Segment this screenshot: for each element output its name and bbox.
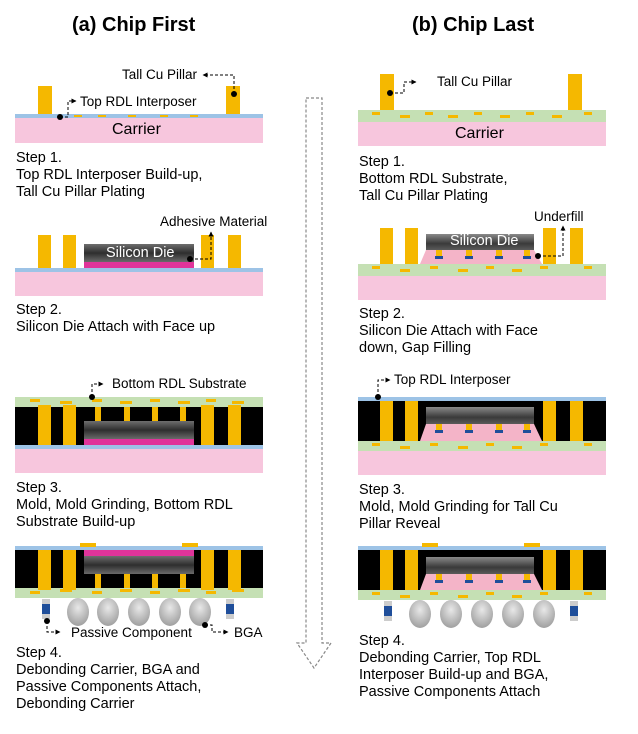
chip-last-step4-text: Step 4. Debonding Carrier, Top RDL Inter…: [359, 633, 549, 700]
chip-last-step1-text: Step 1. Bottom RDL Substrate, Tall Cu Pi…: [359, 154, 508, 204]
chip-first-step4-text: Step 4. Debonding Carrier, BGA and Passi…: [16, 645, 202, 712]
label-passive-component: Passive Component: [71, 625, 192, 640]
chip-last-step2-text: Step 2. Silicon Die Attach with Face dow…: [359, 306, 538, 356]
chip-last-step2-diagram: [358, 225, 606, 300]
chip-last-title: (b) Chip Last: [412, 14, 535, 36]
passive-component-right-col-right: [570, 601, 578, 621]
label-carrier-right: Carrier: [455, 125, 504, 142]
label-bga: BGA: [234, 625, 263, 640]
label-silicon-die-right: Silicon Die: [450, 233, 519, 249]
label-underfill: Underfill: [534, 209, 584, 224]
passive-component-right: [226, 599, 234, 619]
label-carrier-left: Carrier: [112, 121, 161, 138]
label-silicon-die-left: Silicon Die: [106, 245, 175, 261]
chip-first-step3-text: Step 3. Mold, Mold Grinding, Bottom RDL …: [16, 480, 233, 530]
chip-first-title: (a) Chip First: [72, 14, 196, 36]
label-adhesive-material: Adhesive Material: [160, 214, 268, 229]
chip-first-step2-diagram: [15, 231, 263, 296]
label-top-rdl-interposer-left: Top RDL Interposer: [80, 94, 197, 109]
chip-last-step3-text: Step 3. Mold, Mold Grinding for Tall Cu …: [359, 482, 558, 532]
chip-last-step1-diagram: [358, 74, 606, 146]
label-bottom-rdl-substrate: Bottom RDL Substrate: [112, 376, 247, 391]
bga-balls-left: [67, 598, 211, 626]
chip-last-step4-diagram: [358, 543, 606, 628]
chip-first-step1-text: Step 1. Top RDL Interposer Build-up, Tal…: [16, 150, 203, 200]
label-tall-cu-pillar-right: Tall Cu Pillar: [437, 74, 513, 89]
passive-component-left: [42, 599, 50, 619]
passive-component-right-col-left: [384, 601, 392, 621]
chip-first-step4-diagram: [15, 543, 263, 635]
process-flow-arrow: [295, 97, 333, 670]
chip-first-step2-text: Step 2. Silicon Die Attach with Face up: [16, 302, 216, 335]
label-top-rdl-interposer-right: Top RDL Interposer: [394, 372, 511, 387]
bga-balls-right: [409, 600, 555, 628]
chip-last-step3-diagram: [358, 377, 606, 475]
chip-first-step1-diagram: [15, 72, 263, 143]
label-tall-cu-pillar-left: Tall Cu Pillar: [122, 67, 198, 82]
chip-first-step3-diagram: [15, 381, 263, 473]
